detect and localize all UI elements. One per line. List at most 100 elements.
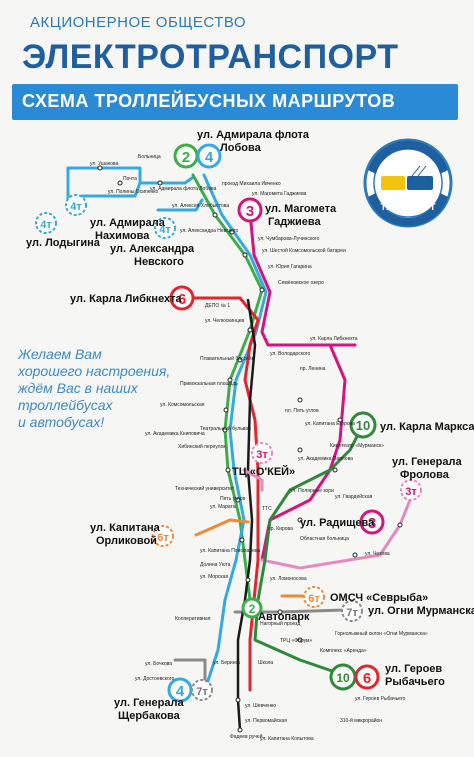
label-okey: ТЦ «О'КЕЙ» xyxy=(232,465,295,478)
label-lobova: Лобова xyxy=(220,142,262,154)
stop-label: ул. Героев Рыбачьего xyxy=(355,696,406,702)
terminal-10[interactable]: 10 xyxy=(349,411,377,439)
terminal-4[interactable]: 4 xyxy=(196,143,222,169)
svg-text:3т: 3т xyxy=(405,486,417,498)
stop-label: ДЕПО № 1 xyxy=(205,303,230,309)
terminal-3-radishcheva[interactable]: 3 xyxy=(359,509,385,535)
terminal-2-avtopark[interactable]: 2 xyxy=(241,597,263,619)
stop-label: ул. Капитана Пономарева xyxy=(200,548,261,554)
stop-dots xyxy=(97,165,403,733)
stop-label: ул. Академика Павлова xyxy=(298,456,353,462)
label-nevskogo: Невского xyxy=(134,256,184,268)
route-3t-branch xyxy=(242,468,264,492)
terminal-6[interactable]: 6 xyxy=(169,285,195,311)
label-magometa: ул. Магомета xyxy=(265,203,337,215)
stop-label: Областная больница xyxy=(300,536,349,542)
stop-label: ул. Академика Книповича xyxy=(145,431,205,437)
stop-label: ул. Чумбарова-Лучинского xyxy=(258,236,320,242)
stop-label: ТРЦ «Форум» xyxy=(280,638,312,644)
route-3-line xyxy=(248,210,357,562)
stop-label: ул. Чехова xyxy=(365,551,390,557)
stop-label: ул. Шевченко xyxy=(245,703,276,709)
stop-label: Хибинский переулок xyxy=(178,443,226,450)
terminal-2[interactable]: 2 xyxy=(173,143,199,169)
svg-text:10: 10 xyxy=(356,418,370,433)
greeting-line: Желаем Вам xyxy=(18,346,102,362)
terminal-3[interactable]: 3 xyxy=(237,197,263,223)
stop-label: ул. Полярные зори xyxy=(290,488,334,494)
terminal-7t-scherbakova[interactable]: 7т xyxy=(191,679,213,701)
stop-label: ул. Магомета Гаджиева xyxy=(252,191,307,197)
greeting-line: хорошего настроения, xyxy=(18,363,171,379)
stop-label: ул. Достоевского xyxy=(135,676,174,682)
svg-text:6: 6 xyxy=(363,670,371,687)
stop-label: Горнолыжный склон «Огни Мурманска» xyxy=(335,630,428,637)
label-orlikovoy: Орликовой xyxy=(96,535,157,547)
stop-label: ул. Бочкова xyxy=(145,661,172,667)
svg-text:6т: 6т xyxy=(308,593,320,605)
terminal-10-geroev[interactable]: 10 xyxy=(329,663,357,691)
label-radishcheva: ул. Радищева xyxy=(300,517,375,529)
route-4t-line xyxy=(66,166,204,212)
terminal-4t-nevskogo[interactable]: 4т xyxy=(154,217,176,239)
stop-label: Фадеев ручей xyxy=(230,733,263,740)
terminal-labels: ул. Адмирала флота Лобова ул. Магомета Г… xyxy=(26,129,474,722)
stop-label: ул. Полины Осипенко xyxy=(108,189,158,195)
stop-label: Семёновское озеро xyxy=(278,280,324,286)
route-3t-line xyxy=(260,498,412,570)
label-scherbakova: Щербакова xyxy=(118,710,181,722)
logo-bottom-text: ТРАНСПОРТ xyxy=(380,202,436,212)
stop-label: ул. Шестой Комсомольской батареи xyxy=(262,247,346,254)
terminal-badges: 2 4 3 4т 4т 4т xyxy=(35,143,422,703)
label-generala-scherb: ул. Генерала xyxy=(114,697,184,709)
terminal-7t-ogni[interactable]: 7т xyxy=(341,600,363,622)
label-admirala-flota: ул. Адмирала флота xyxy=(197,129,310,141)
page-subtitle: СХЕМА ТРОЛЛЕЙБУСНЫХ МАРШРУТОВ xyxy=(22,91,396,111)
terminal-4t-nakhimova[interactable]: 4т xyxy=(65,194,87,216)
stop-label: Театральный бульвар xyxy=(200,425,251,432)
terminal-6t-orlikovoy[interactable]: 6т xyxy=(152,525,174,547)
terminal-4-scherbakova[interactable]: 4 xyxy=(167,677,193,703)
svg-text:3т: 3т xyxy=(256,449,268,461)
terminal-6t-omsch[interactable]: 6т xyxy=(303,586,325,608)
stop-label: ул. Ломоносова xyxy=(270,576,307,582)
stop-label: ул. Алексея Хлобыстова xyxy=(172,203,229,209)
stop-label: пр. Кирова xyxy=(268,526,293,532)
stop-label: Привокзальная площадь xyxy=(180,381,238,387)
stop-label: Кооперативная xyxy=(175,616,211,622)
stop-label: ул. Александра Невского xyxy=(180,228,239,234)
stop-label: ул. Челюскинцев xyxy=(205,318,245,324)
greeting-text: Желаем Вам хорошего настроения, ждём Вас… xyxy=(18,346,170,431)
svg-text:2: 2 xyxy=(182,149,190,166)
svg-text:4т: 4т xyxy=(70,201,82,213)
stop-label: ул. Адмирала флота Лобова xyxy=(150,186,217,192)
svg-text:3: 3 xyxy=(246,203,254,220)
terminal-6-geroev[interactable]: 6 xyxy=(354,664,380,690)
company-name: АКЦИОНЕРНОЕ ОБЩЕСТВО xyxy=(30,14,247,31)
stop-label: ул. Юрия Гагарина xyxy=(268,264,312,270)
terminal-3t-okey[interactable]: 3т xyxy=(251,442,273,464)
stop-label: ул. Ушакова xyxy=(90,161,118,167)
svg-text:2: 2 xyxy=(249,602,256,616)
svg-text:7т: 7т xyxy=(196,686,208,698)
bus-icon xyxy=(381,176,405,190)
label-aleksandra: ул. Александра xyxy=(110,243,195,255)
subtitle-band xyxy=(12,84,458,120)
label-ogni-murmanska: ул. Огни Мурманска xyxy=(368,605,474,617)
stop-label: ул. Беринга xyxy=(213,660,240,666)
svg-text:3: 3 xyxy=(368,515,376,532)
terminal-3t-frolova[interactable]: 3т xyxy=(400,479,422,501)
svg-text:6т: 6т xyxy=(157,532,169,544)
svg-text:4: 4 xyxy=(176,683,185,700)
stop-labels: ул. Ушакова Больница Почта ул. Полины Ос… xyxy=(90,154,428,742)
route-9-line xyxy=(236,298,257,732)
stop-label: Кинотеатр «Мурманск» xyxy=(330,443,384,449)
svg-text:10: 10 xyxy=(336,671,350,685)
stop-label: ТТС xyxy=(262,506,272,512)
stop-label: ул. Гвардейская xyxy=(335,493,373,500)
terminal-4t-lodygina[interactable]: 4т xyxy=(35,212,57,234)
svg-text:4т: 4т xyxy=(159,224,171,236)
svg-text:6: 6 xyxy=(178,291,186,308)
